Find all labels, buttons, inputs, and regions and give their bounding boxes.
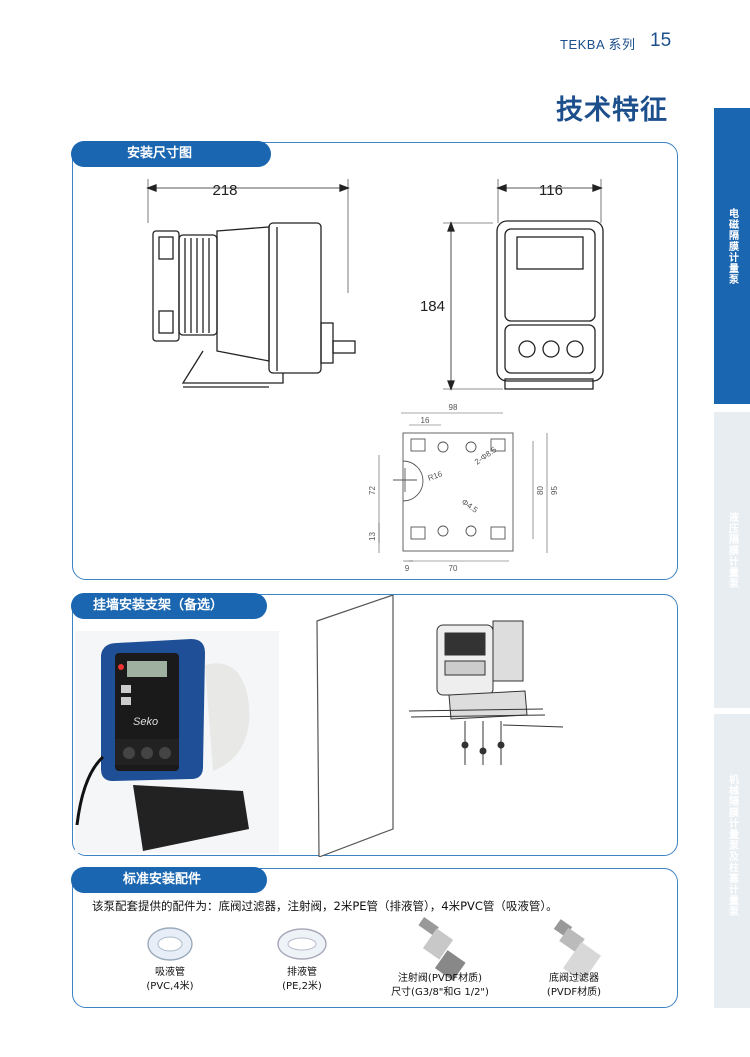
dimension-drawings: 218 116 184 [146,179,604,573]
series-label: TEKBA 系列 [560,37,636,52]
accessory-name: 底阀过滤器 [549,973,599,984]
bracket-slot-top-label: 2-Φ8.5 [473,445,499,467]
accessory-name: 排液管 [287,967,317,978]
accessory-detail: (PVC,4米) [146,981,194,992]
side-tab-hydraulic[interactable]: 液压隔膜计量泵 [714,412,750,708]
bracket-h4-label: 95 [550,486,559,495]
pump-side-view [146,179,356,388]
accessory-suction-tube: 吸液管 (PVC,4米) [130,966,210,994]
accessory-discharge-tube: 排液管 (PE,2米) [262,966,342,994]
dimensions-panel: 安装尺寸图 218 [71,141,678,580]
accessory-injection-valve: 注射阀(PVDF材质) 尺寸(G3/8"和G 1/2") [380,972,500,1000]
dimensions-title: 安装尺寸图 [71,141,271,167]
bracket-assembly [408,620,564,765]
side-width-label: 218 [212,182,237,199]
discharge-tube-image [277,928,327,960]
bracket-slot-bottom-label: Φ4.5 [460,497,480,515]
side-tab-mechanical[interactable]: 机械隔膜计量泵及柱塞计量泵 [714,714,750,1008]
accessory-images [147,916,602,982]
page-title: 技术特征 [556,95,668,126]
bracket-h3-label: 80 [536,486,545,495]
accessory-name: 注射阀(PVDF材质) [397,973,483,984]
side-tab-label: 机械隔膜计量泵及柱塞计量泵 [726,774,738,917]
bracket-width-label: 98 [449,403,458,412]
bracket-h2-label: 13 [368,532,377,541]
brand-logo: Seko [133,716,158,728]
wall-bracket-panel: 挂墙安装支架（备选） Seko [71,593,678,857]
bracket-offset-label: 16 [421,416,430,425]
accessories-intro: 该泵配套提供的配件为：底阀过滤器，注射阀，2米PE管（排液管），4米PVC管（吸… [92,899,558,913]
front-width-label: 116 [539,182,563,199]
bracket-w-bottom-label: 70 [449,564,458,573]
wall-panel [316,595,394,857]
side-tab-label: 液压隔膜计量泵 [726,512,738,589]
suction-tube-image [147,927,193,961]
bracket-w-left-label: 9 [405,564,410,573]
accessories-title: 标准安装配件 [71,867,267,893]
accessory-detail: 尺寸(G3/8"和G 1/2") [391,987,489,998]
accessory-detail: (PVDF材质) [546,987,602,998]
bracket-radius-label: R16 [427,469,444,483]
page-number: 15 [650,30,672,51]
pump-photo: Seko [75,631,279,853]
wall-bracket-illustrations: Seko [75,595,564,857]
front-height-label: 184 [420,298,445,315]
bracket-h1-label: 72 [368,486,377,495]
wall-bracket-title: 挂墙安装支架（备选） [71,593,267,619]
bracket-drawing [378,412,548,562]
foot-valve-filter-image [553,919,602,982]
side-tab-electromagnetic[interactable]: 电磁隔膜计量泵 [714,108,750,404]
accessory-foot-valve-filter: 底阀过滤器 (PVDF材质) [524,972,624,1000]
side-tab-label: 电磁隔膜计量泵 [726,208,738,285]
injection-valve-image [418,916,466,981]
pump-front-view [443,179,604,391]
accessory-detail: (PE,2米) [282,981,322,992]
accessory-name: 吸液管 [155,967,185,978]
